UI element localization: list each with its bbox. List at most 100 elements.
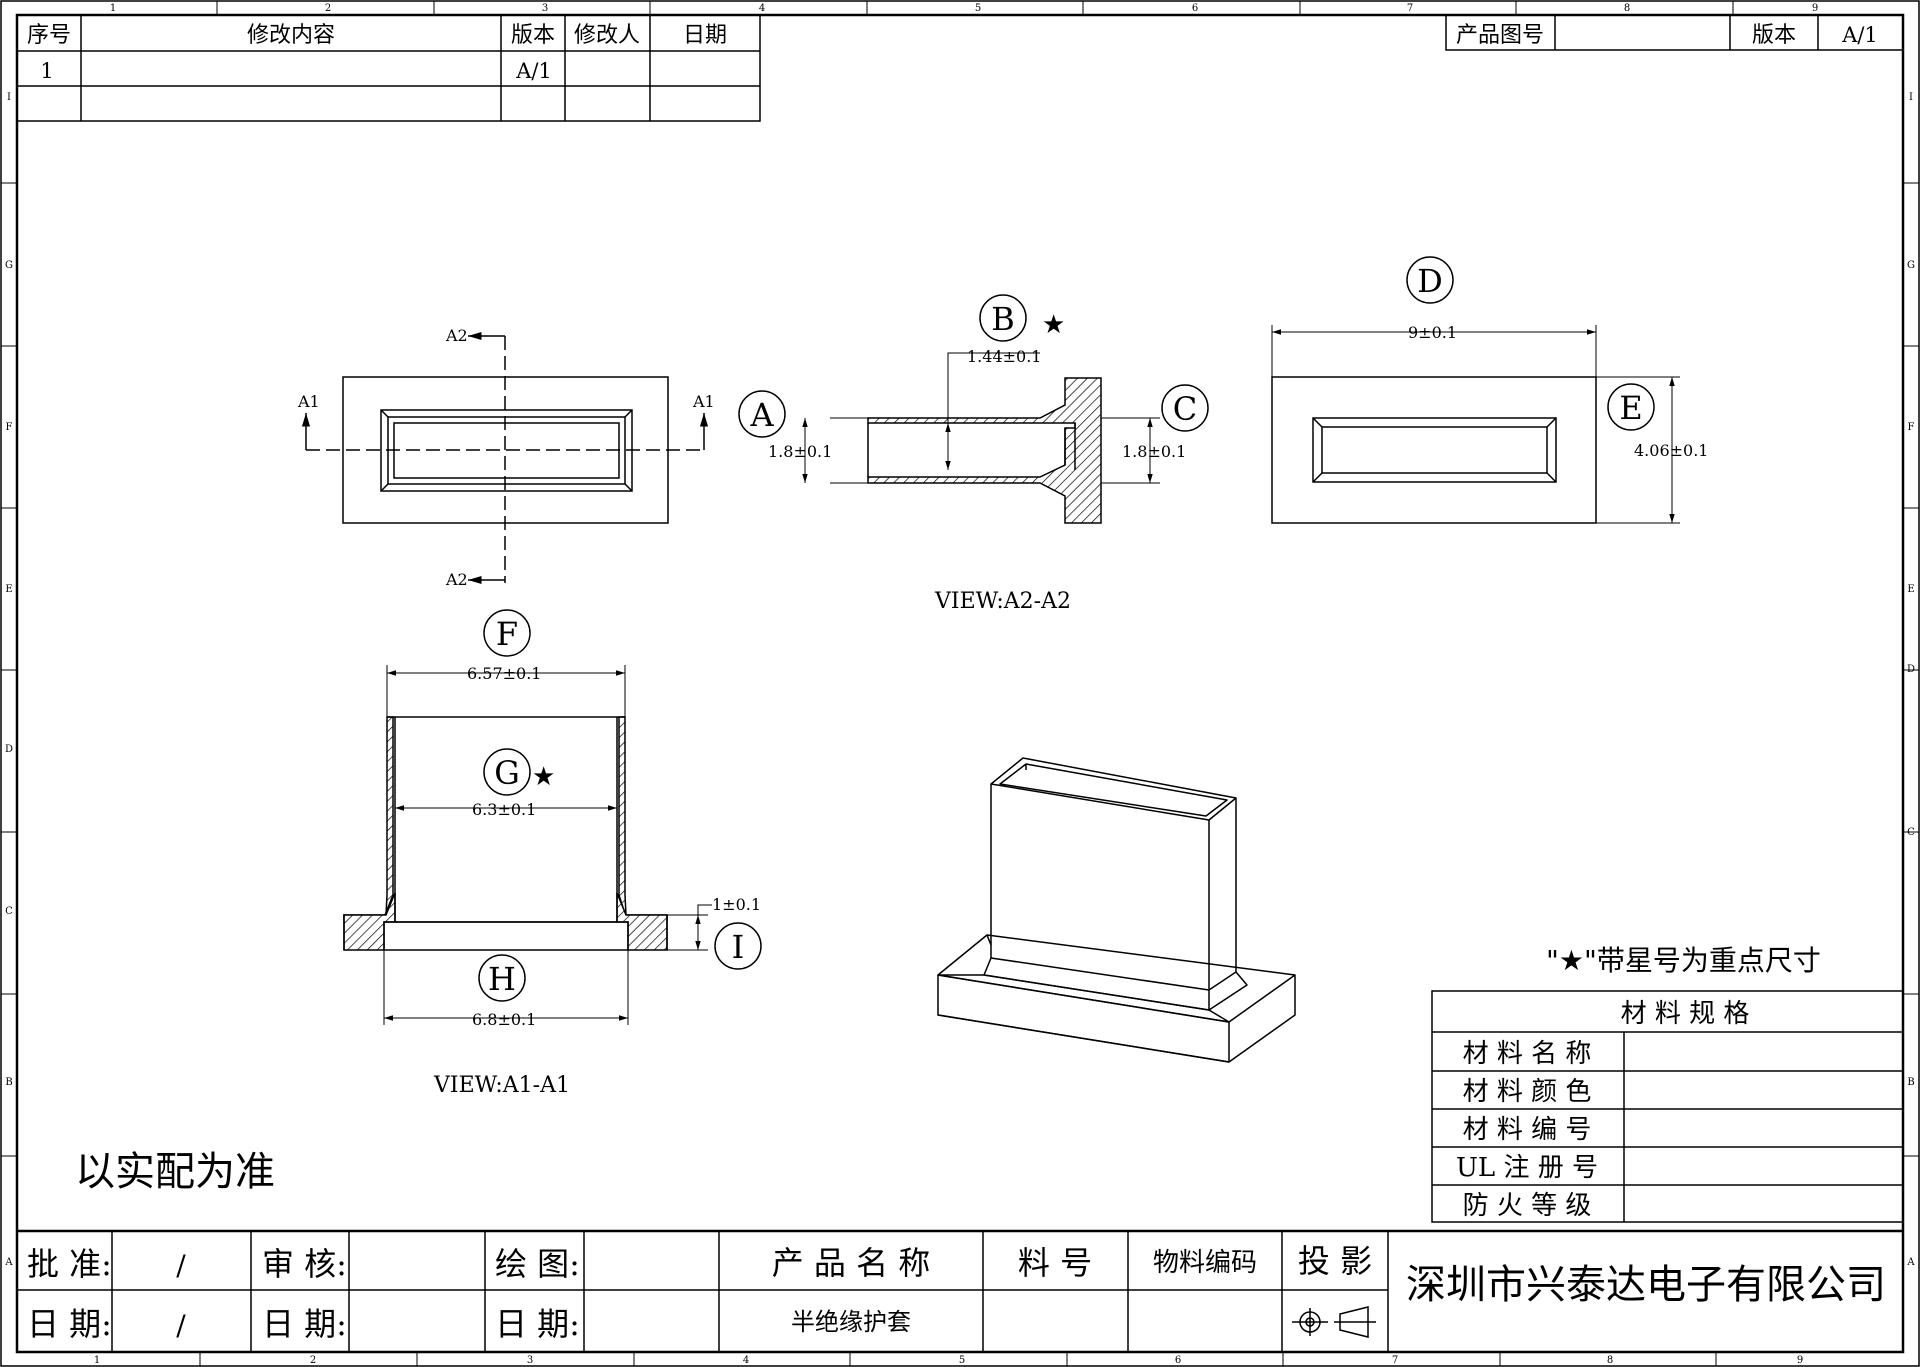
dim-f: 6.57±0.1 [467, 664, 541, 683]
dim-b: 1.44±0.1 [967, 347, 1041, 366]
product-name-value: 半绝缘护套 [791, 1308, 911, 1336]
zone-left-B: B [5, 1077, 12, 1088]
view-a1-title: VIEW:A1-A1 [433, 1073, 570, 1098]
approve-date-value: / [176, 1309, 186, 1342]
zone-top-1: 1 [110, 3, 116, 14]
zone-bottom-5: 5 [959, 1355, 965, 1366]
zone-right-B: B [1907, 1077, 1914, 1088]
zone-right-E: E [1907, 584, 1914, 595]
company-name: 深圳市兴泰达电子有限公司 [1406, 1262, 1886, 1308]
draw-date-label: 日 期: [495, 1305, 580, 1343]
isometric-view [937, 757, 1296, 1063]
rev-header-no: 序号 [27, 23, 71, 48]
fit-note: 以实配为准 [75, 1149, 275, 1195]
zone-bottom-6: 6 [1175, 1355, 1181, 1366]
view-a2-title: VIEW:A2-A2 [934, 589, 1071, 614]
label-b: B [991, 300, 1015, 338]
zone-left-I: I [7, 92, 11, 103]
label-h: H [488, 960, 516, 998]
rev-header-version: 版本 [511, 23, 555, 48]
label-e: E [1619, 389, 1642, 427]
zone-right-C: C [1907, 827, 1915, 838]
dim-g: 6.3±0.1 [472, 800, 536, 819]
approve-label: 批 准: [27, 1245, 112, 1283]
projection-label: 投 影 [1298, 1242, 1372, 1280]
front-view [301, 331, 709, 585]
drawing-info-box: 产品图号 版本 A/1 [1445, 14, 1904, 51]
zone-bottom-3: 3 [527, 1355, 533, 1366]
dim-e: 4.06±0.1 [1634, 441, 1708, 460]
fire-rating-label: 防 火 等 级 [1463, 1191, 1592, 1221]
zone-left-D: D [5, 744, 13, 755]
part-no-label: 料 号 [1018, 1244, 1092, 1282]
rev-row1-no: 1 [40, 59, 53, 83]
material-spec-table: 材 料 规 格 材 料 名 称 材 料 颜 色 材 料 编 号 UL 注 册 号… [1431, 990, 1904, 1223]
rev-header-content: 修改内容 [247, 23, 335, 48]
zone-bottom-2: 2 [310, 1355, 316, 1366]
review-date-label: 日 期: [262, 1305, 347, 1343]
version-label: 版本 [1752, 23, 1796, 48]
approve-date-label: 日 期: [27, 1305, 112, 1343]
title-block: 批 准: 审 核: 绘 图: 日 期: 日 期: 日 期: / / 产 品 名 … [17, 1229, 1903, 1352]
material-number-label: 材 料 编 号 [1463, 1115, 1592, 1145]
front-section-a1-right: A1 [692, 392, 715, 411]
zone-top-5: 5 [975, 3, 981, 14]
zone-left-G: G [5, 260, 13, 271]
view-a2-section: B A C ★ 1.8±0.1 1.44±0.1 1.8±0.1 VIEW:A2… [738, 294, 1209, 614]
draw-label: 绘 图: [495, 1245, 580, 1283]
zone-right-I: I [1909, 92, 1913, 103]
zone-left-F: F [6, 422, 13, 433]
dim-a: 1.8±0.1 [768, 442, 832, 461]
material-color-label: 材 料 颜 色 [1463, 1077, 1592, 1107]
zone-right-D: D [1907, 664, 1915, 675]
material-name-label: 材 料 名 称 [1463, 1039, 1592, 1069]
front-view-labels: A2 A2 A1 A1 [297, 326, 715, 589]
projection-symbol-icon [1292, 1306, 1376, 1338]
zone-right-F: F [1908, 422, 1915, 433]
material-spec-title: 材 料 规 格 [1621, 999, 1750, 1029]
zone-bottom-4: 4 [743, 1355, 749, 1366]
zone-right-G: G [1907, 260, 1915, 271]
star-g: ★ [532, 762, 555, 792]
zone-labels: 1 2 3 4 5 6 7 8 9 1 2 3 4 5 6 7 8 9 I G … [4, 3, 1915, 1366]
dim-d: 9±0.1 [1408, 323, 1457, 342]
zone-top-4: 4 [759, 3, 765, 14]
product-number-label: 产品图号 [1456, 23, 1544, 48]
zone-right-A: A [1906, 1257, 1915, 1268]
revision-table: 序号 修改内容 版本 修改人 日期 1 A/1 [16, 14, 761, 122]
approve-value: / [176, 1249, 186, 1282]
star-note: "★"带星号为重点尺寸 [1546, 944, 1821, 977]
label-i: I [732, 928, 745, 966]
zone-left-C: C [5, 906, 13, 917]
dim-h: 6.8±0.1 [472, 1010, 536, 1029]
zone-top-7: 7 [1407, 3, 1413, 14]
rev-header-modifier: 修改人 [574, 23, 640, 48]
zone-left-E: E [5, 584, 12, 595]
label-g: G [494, 754, 520, 792]
zone-top-3: 3 [542, 3, 548, 14]
ul-number-label: UL 注 册 号 [1456, 1153, 1598, 1183]
zone-top-6: 6 [1192, 3, 1198, 14]
zone-bottom-7: 7 [1392, 1355, 1398, 1366]
review-label: 审 核: [262, 1245, 347, 1283]
zone-bottom-1: 1 [94, 1355, 100, 1366]
label-d: D [1417, 262, 1443, 300]
front-section-a2-top: A2 [445, 326, 468, 345]
view-a1-section: F G H I ★ 6.57±0.1 6.3±0.1 6.8±0.1 1±0.1… [343, 609, 762, 1098]
label-c: C [1173, 390, 1197, 428]
zone-top-8: 8 [1624, 3, 1630, 14]
dim-i: 1±0.1 [712, 895, 761, 914]
front-section-a1-left: A1 [297, 392, 320, 411]
label-f: F [496, 615, 518, 653]
zone-top-2: 2 [325, 3, 331, 14]
label-a: A [749, 396, 774, 434]
zone-top-9: 9 [1812, 3, 1818, 14]
zone-bottom-8: 8 [1607, 1355, 1613, 1366]
star-b: ★ [1042, 310, 1065, 340]
zone-left-A: A [4, 1257, 13, 1268]
right-view: D E 9±0.1 4.06±0.1 [1271, 256, 1708, 524]
dim-c: 1.8±0.1 [1122, 442, 1186, 461]
